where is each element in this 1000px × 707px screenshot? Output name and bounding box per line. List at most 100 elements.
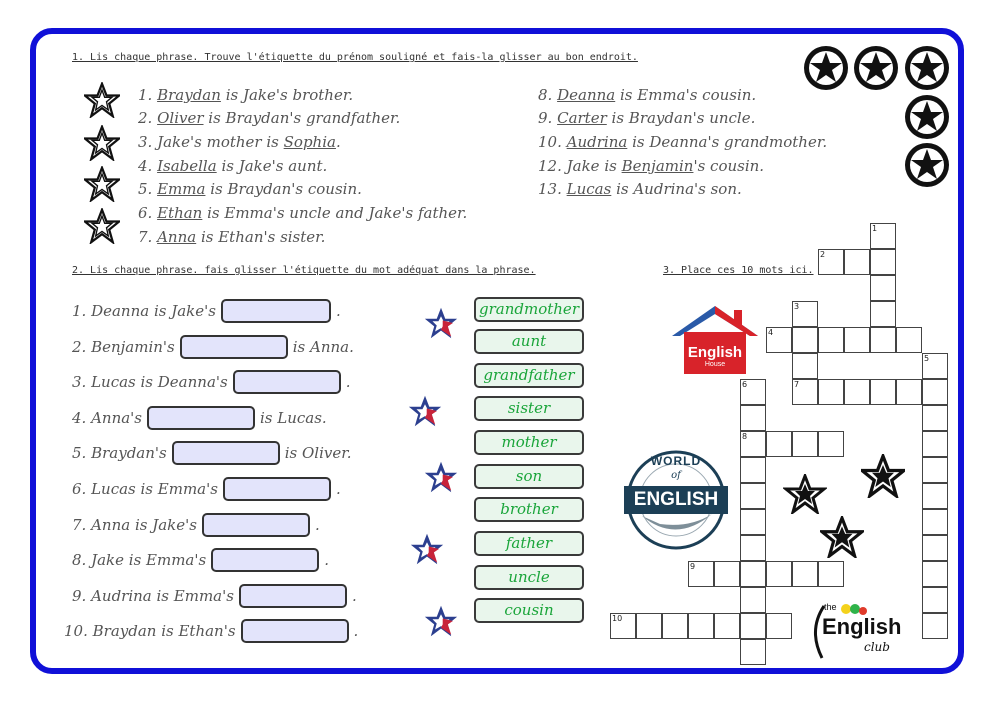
tag-sister[interactable]: sister xyxy=(474,396,584,421)
crossword-cell[interactable] xyxy=(844,249,870,275)
crossword-number: 3 xyxy=(794,302,800,311)
tag-aunt[interactable]: aunt xyxy=(474,329,584,354)
crossword-cell[interactable] xyxy=(896,379,922,405)
drop-box-5[interactable] xyxy=(171,441,280,465)
crossword-cell[interactable] xyxy=(922,535,948,561)
drop-name-lucas[interactable]: Lucas xyxy=(566,180,612,198)
crossword-cell[interactable] xyxy=(922,457,948,483)
crossword-cell[interactable] xyxy=(818,327,844,353)
drop-box-6[interactable] xyxy=(222,477,331,501)
tag-mother[interactable]: mother xyxy=(474,430,584,455)
drop-box-1[interactable] xyxy=(220,299,331,323)
crossword-cell[interactable] xyxy=(844,379,870,405)
crossword-cell[interactable] xyxy=(740,379,766,405)
crossword-cell[interactable] xyxy=(688,613,714,639)
drop-name-emma[interactable]: Emma xyxy=(157,180,206,198)
crossword-cell[interactable] xyxy=(792,353,818,379)
tag-grandfather[interactable]: grandfather xyxy=(474,363,584,388)
crossword-cell[interactable] xyxy=(922,405,948,431)
crossword-cell[interactable] xyxy=(922,509,948,535)
crossword-cell[interactable] xyxy=(870,379,896,405)
tag-grandmother[interactable]: grandmother xyxy=(474,297,584,322)
crossword-cell[interactable] xyxy=(792,431,818,457)
crossword-cell[interactable] xyxy=(766,613,792,639)
sentence-13: 13. Lucas is Audrina's son. xyxy=(538,180,742,198)
crossword-cell[interactable] xyxy=(922,379,948,405)
sentence-3: 3. Jake's mother is Sophia. xyxy=(138,133,341,151)
drop-name-anna[interactable]: Anna xyxy=(157,228,197,246)
crossword-cell[interactable] xyxy=(740,509,766,535)
fill-sentence-9: 9. Audrina is Emma's. xyxy=(72,583,357,609)
crossword-cell[interactable] xyxy=(870,223,896,249)
crossword-cell[interactable] xyxy=(740,639,766,665)
worksheet-frame xyxy=(30,28,964,674)
crossword-cell[interactable] xyxy=(740,561,766,587)
crossword-cell[interactable] xyxy=(818,379,844,405)
drop-name-oliver[interactable]: Oliver xyxy=(157,109,204,127)
drop-box-7[interactable] xyxy=(201,513,310,537)
crossword-cell[interactable] xyxy=(740,613,766,639)
crossword-cell[interactable] xyxy=(922,483,948,509)
crossword-cell[interactable] xyxy=(740,483,766,509)
tag-son[interactable]: son xyxy=(474,464,584,489)
crossword-cell[interactable] xyxy=(922,587,948,613)
drop-box-9[interactable] xyxy=(238,584,347,608)
drop-box-10[interactable] xyxy=(240,619,349,643)
drop-name-isabella[interactable]: Isabella xyxy=(157,157,217,175)
crossword-cell[interactable] xyxy=(896,327,922,353)
crossword-cell[interactable] xyxy=(662,613,688,639)
english-house-text: English xyxy=(687,344,743,361)
drop-name-braydan[interactable]: Braydan xyxy=(157,86,221,104)
crossword-cell[interactable] xyxy=(636,613,662,639)
drop-name-benjamin[interactable]: Benjamin xyxy=(621,157,694,175)
drop-name-carter[interactable]: Carter xyxy=(557,109,607,127)
sentence-8: 8. Deanna is Emma's cousin. xyxy=(538,86,757,104)
drop-box-4[interactable] xyxy=(147,406,255,430)
drop-name-ethan[interactable]: Ethan xyxy=(157,204,203,222)
crossword-cell[interactable] xyxy=(922,613,948,639)
crossword-cell[interactable] xyxy=(818,431,844,457)
crossword-cell[interactable] xyxy=(740,457,766,483)
drop-box-8[interactable] xyxy=(211,548,320,572)
crossword-cell[interactable] xyxy=(870,249,896,275)
tag-brother[interactable]: brother xyxy=(474,497,584,522)
crossword-cell[interactable] xyxy=(922,561,948,587)
crossword-cell[interactable] xyxy=(792,561,818,587)
crossword-cell[interactable] xyxy=(766,327,792,353)
crossword-cell[interactable] xyxy=(844,327,870,353)
crossword-cell[interactable] xyxy=(818,561,844,587)
crossword-cell[interactable] xyxy=(766,431,792,457)
drop-name-deanna[interactable]: Deanna xyxy=(557,86,616,104)
crossword-cell[interactable] xyxy=(740,405,766,431)
crossword-cell[interactable] xyxy=(610,613,636,639)
crossword-cell[interactable] xyxy=(870,327,896,353)
english-club-the: the xyxy=(824,602,837,612)
crossword-cell[interactable] xyxy=(688,561,714,587)
crossword-cell[interactable] xyxy=(792,327,818,353)
drop-name-audrina[interactable]: Audrina xyxy=(566,133,628,151)
drop-name-sophia[interactable]: Sophia xyxy=(283,133,336,151)
crossword-cell[interactable] xyxy=(792,301,818,327)
crossword-cell[interactable] xyxy=(740,431,766,457)
crossword-cell[interactable] xyxy=(792,379,818,405)
crossword-cell[interactable] xyxy=(870,301,896,327)
sentence-9: 9. Carter is Braydan's uncle. xyxy=(538,109,756,127)
crossword-cell[interactable] xyxy=(740,535,766,561)
crossword-cell[interactable] xyxy=(922,353,948,379)
crossword-number: 1 xyxy=(872,224,878,233)
drop-box-3[interactable] xyxy=(232,370,341,394)
crossword-cell[interactable] xyxy=(922,431,948,457)
crossword-cell[interactable] xyxy=(870,275,896,301)
tag-uncle[interactable]: uncle xyxy=(474,565,584,590)
crossword-cell[interactable] xyxy=(714,613,740,639)
drop-box-2[interactable] xyxy=(179,335,288,359)
crossword-cell[interactable] xyxy=(818,249,844,275)
crossword-cell[interactable] xyxy=(766,561,792,587)
crossword-cell[interactable] xyxy=(740,587,766,613)
star-badge-icon xyxy=(905,95,949,139)
tag-cousin[interactable]: cousin xyxy=(474,598,584,623)
crossword-cell[interactable] xyxy=(714,561,740,587)
english-club-main: English xyxy=(822,614,902,639)
tag-father[interactable]: father xyxy=(474,531,584,556)
